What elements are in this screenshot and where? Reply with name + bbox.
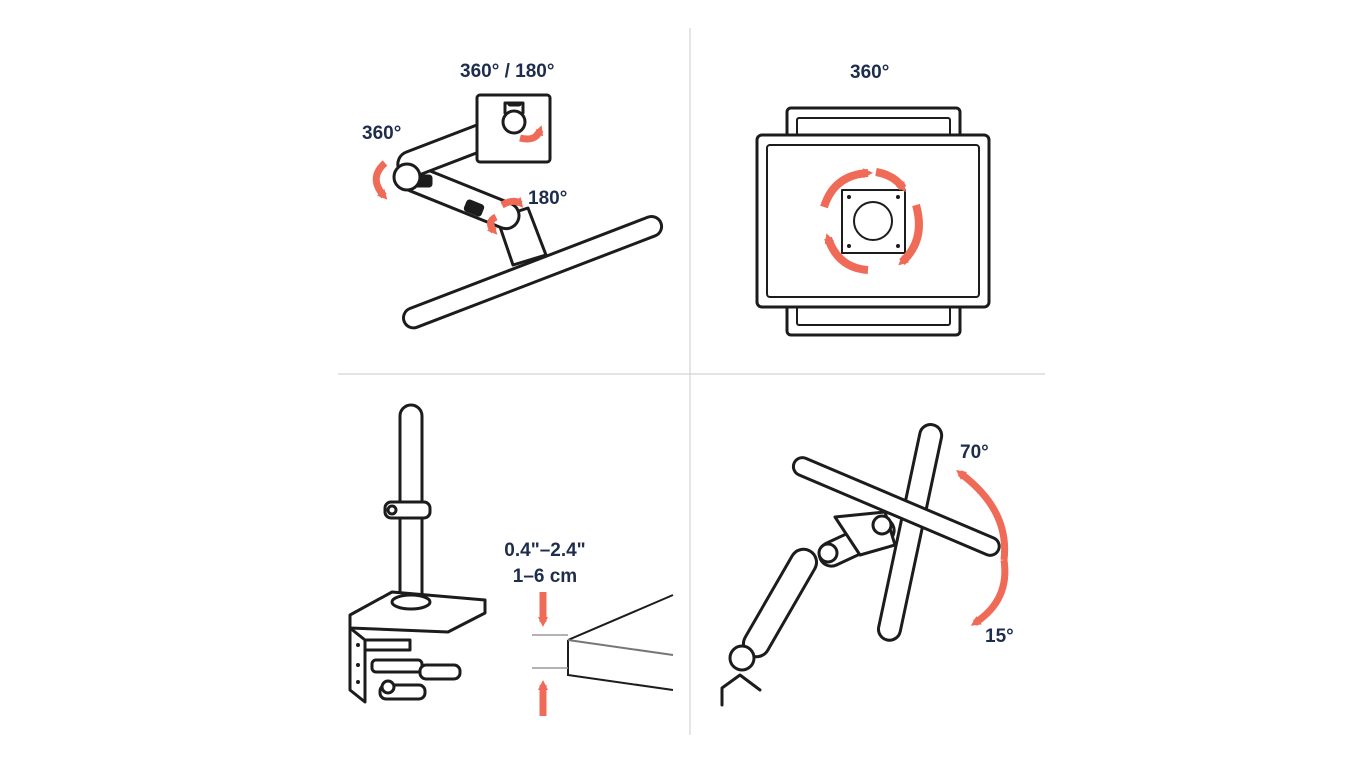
desk-edge-illustration [532, 594, 674, 691]
quadrant-dividers [338, 28, 1045, 735]
label-tilt-up: 70° [960, 442, 989, 463]
arm-rotation-illustration [392, 93, 664, 330]
arm-rotation-arrows [372, 125, 544, 235]
label-tilt-down: 15° [985, 626, 1014, 647]
label-monitor-rotation: 360° [850, 62, 890, 83]
label-arm-top-rotation: 360° / 180° [460, 61, 555, 82]
label-arm-elbow-rotation: 360° [362, 123, 402, 144]
base-bar [402, 214, 664, 330]
tilt-arrow [955, 470, 1009, 626]
label-clamp-thickness-inches: 0.4"–2.4" [504, 540, 586, 561]
label-arm-base-rotation: 180° [528, 188, 568, 209]
tilt-illustration [720, 423, 1001, 707]
monitor-rotation-illustration [755, 106, 991, 337]
desk-clamp-illustration [348, 403, 487, 704]
label-clamp-thickness-cm: 1–6 cm [512, 566, 578, 587]
monitor-rotation-arrows [820, 168, 923, 274]
